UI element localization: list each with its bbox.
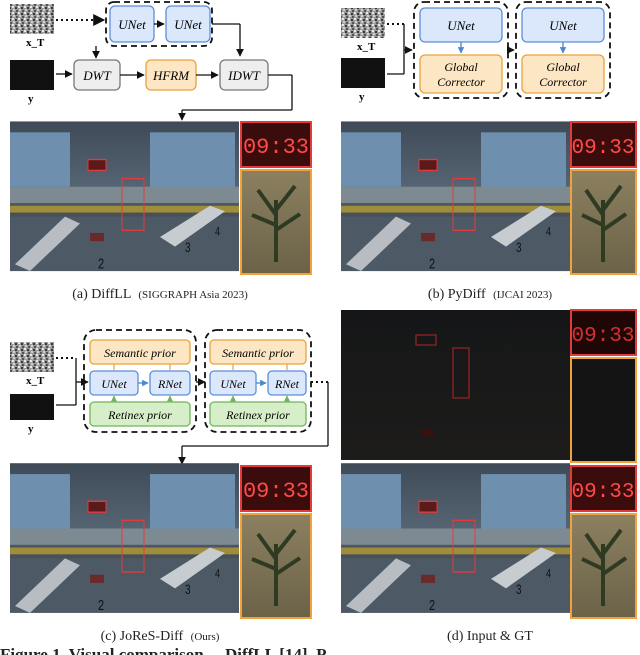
clock-crop-input [570,309,637,356]
figure-caption-partial: Figure 1. Visual comparison ... DiffLL [… [0,645,326,655]
svg-text:(c) JoReS-Diff (Ours): (c) JoReS-Diff (Ours) [101,629,220,644]
lowlight-image-y-b [341,58,385,88]
lowlight-image-y-c [10,394,54,420]
corrector-b2-line2: Corrector [539,75,587,89]
noise-image-xt-b [341,8,385,38]
clock-crop-gt [570,465,637,512]
panel-c: x_T y Semantic prior UNet RNet Retinex p… [9,329,329,644]
rnet-label-c1: RNet [157,377,183,391]
clock-text-c: 09:33 [243,479,309,504]
unet-label-c1: UNet [101,377,127,391]
noise-image-xt [10,4,54,34]
input-dark-image [340,309,571,461]
global-corrector-b1 [419,54,503,94]
panel-b: x_T y UNet Global Corrector UNet Global … [340,1,637,302]
panel-d: 09:33 09:33 (d) Input & GT [340,309,637,644]
input-y-label-c: y [28,423,34,435]
svg-text:(a) DiffLL (SIGGRAPH Asi: (a) DiffLL (SIGGRAPH Asia 2023) [72,287,248,302]
rnet-label-c2: RNet [274,377,300,391]
input-xt-label-c: x_T [26,375,45,387]
semantic-prior-label-1: Semantic prior [104,346,176,360]
corrector-b2-line1: Global [546,60,580,74]
clock-crop-c [240,465,312,512]
noise-image-xt-c [10,342,54,372]
semantic-prior-1 [89,339,191,365]
unet-label-c2: UNet [220,377,246,391]
retinex-prior-label-2: Retinex prior [225,408,290,422]
input-xt-label: x_T [26,37,45,49]
clock-crop-a [240,121,312,168]
result-image-a [9,120,240,273]
gt-image [340,462,571,615]
panel-a: x_T y UNet UNet DWT HFRM IDWT 09:33 (a) [9,1,312,302]
result-image-c [9,462,240,615]
input-y-label-b: y [359,91,365,103]
retinex-prior-label-1: Retinex prior [107,408,172,422]
caption-c: (c) JoReS-Diff [101,629,184,644]
clock-crop-b [570,121,637,168]
caption-c-venue: (Ours) [191,631,220,643]
unet-label-1: UNet [118,17,146,32]
caption-d: (d) Input & GT [447,629,533,644]
input-y-label: y [28,93,34,105]
result-image-b [340,120,571,273]
semantic-prior-2 [209,339,307,365]
input-xt-label-b: x_T [357,41,376,53]
caption-a-venue: (SIGGRAPH Asia 2023) [138,289,248,301]
rnet-block-c1 [149,370,191,396]
caption-b-venue: (IJCAI 2023) [493,289,552,301]
corrector-b1-line1: Global [444,60,478,74]
caption-a: (a) DiffLL [72,287,131,302]
lowlight-image-y [10,60,54,90]
clock-text-b: 09:33 [571,137,634,160]
semantic-prior-label-2: Semantic prior [222,346,294,360]
clock-text-gt: 09:33 [571,481,634,504]
rnet-block-c2 [267,370,307,396]
clock-text-input: 09:33 [571,325,634,348]
caption-b: (b) PyDiff [428,287,486,302]
retinex-prior-2 [209,401,307,427]
svg-text:(b) PyDiff (IJCAI 2023): (b) PyDiff (IJCAI 2023) [428,287,552,302]
unet-label-2: UNet [174,17,202,32]
unet-block-2 [165,5,211,43]
global-corrector-b2 [521,54,605,94]
unet-label-b1: UNet [447,18,475,33]
hfrm-label: HFRM [152,68,190,83]
dwt-label: DWT [82,68,111,83]
unet-label-b2: UNet [549,18,577,33]
plant-crop-input [570,357,637,463]
idwt-label: IDWT [227,68,261,83]
clock-text-a: 09:33 [243,135,309,160]
retinex-prior-1 [89,401,191,427]
corrector-b1-line2: Corrector [437,75,485,89]
